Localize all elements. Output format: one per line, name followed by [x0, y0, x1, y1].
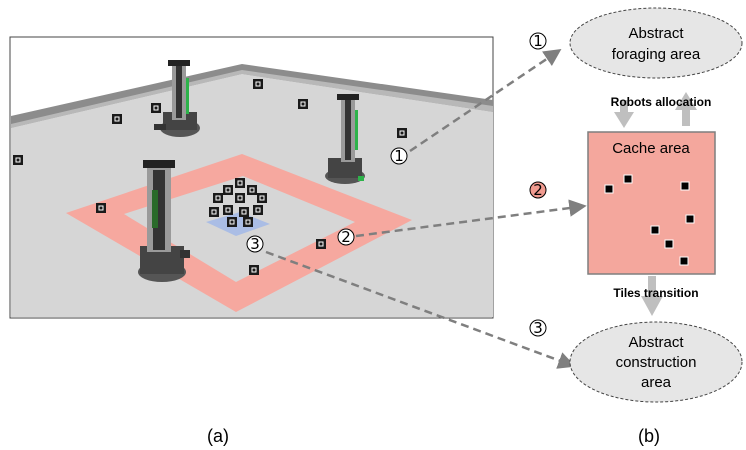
arrow-down-icon	[614, 100, 634, 128]
arena-floor	[11, 74, 493, 317]
construction-area-node	[569, 321, 743, 403]
center-tiles	[206, 212, 270, 236]
robots-allocation-label: Robots allocation	[611, 95, 712, 109]
tiles-transition-label: Tiles transition	[613, 286, 698, 300]
cache-tiles	[604, 174, 695, 266]
connector-1	[409, 48, 562, 153]
foraging-label-line1: Abstract	[628, 25, 684, 42]
cache-label: Cache area	[612, 140, 690, 157]
arrow-up-icon	[675, 92, 697, 126]
panel-b-caption: (b)	[638, 426, 660, 446]
dashed-connectors	[265, 48, 587, 369]
foraging-label-line2: foraging area	[612, 46, 701, 63]
arrow-down-icon	[641, 276, 663, 316]
foraging-area-node	[569, 7, 743, 79]
cache-area-node	[587, 131, 716, 275]
robot	[138, 160, 190, 282]
marker-3: 3	[533, 319, 543, 337]
panel-a-caption: (a)	[207, 426, 229, 446]
robot	[325, 94, 365, 184]
construction-label-line2: construction	[616, 354, 697, 371]
construction-label-line1: Abstract	[628, 334, 684, 351]
marker-1: 1	[533, 32, 543, 50]
abstract-model: Abstract foraging area Robots allocation…	[529, 7, 743, 403]
scene-marker-3: 3	[250, 235, 260, 253]
scene-marker-1: 1	[394, 147, 404, 165]
construction-label-line3: area	[641, 374, 672, 391]
scene-marker-2: 2	[341, 228, 351, 246]
simulation-scene: 1 2 3	[9, 36, 494, 319]
connector-3	[265, 250, 576, 369]
marker-2: 2	[533, 181, 543, 199]
robot	[154, 60, 200, 137]
